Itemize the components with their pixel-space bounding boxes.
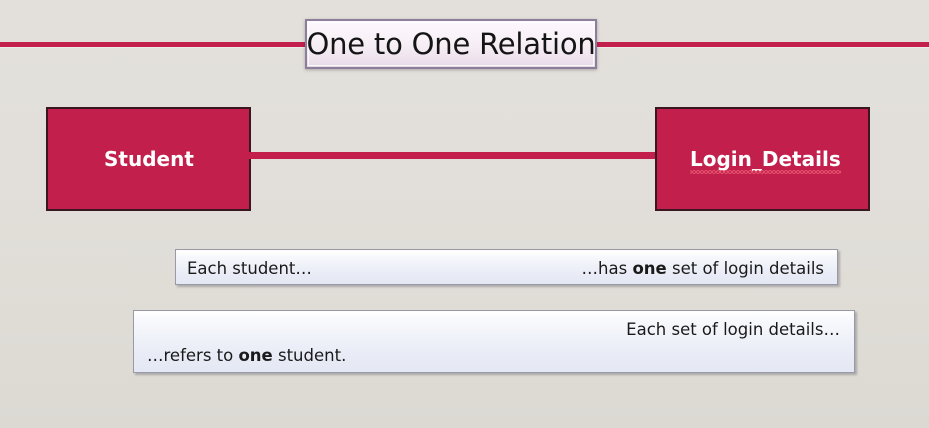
relationship-connector-line: [248, 152, 658, 159]
callout-student-to-login: Each student… …has one set of login deta…: [175, 249, 838, 285]
entity-label-login-details-text: Login_Details: [690, 147, 841, 171]
callout-2-top-text: Each set of login details…: [626, 320, 840, 339]
callout-2-bottom-text: …refers to one student.: [147, 346, 347, 365]
callout-login-to-student: Each set of login details… …refers to on…: [133, 310, 855, 373]
page-title: One to One Relation: [306, 26, 596, 61]
spellcheck-squiggle-icon: [690, 170, 841, 174]
callout-1-right-prefix: …has: [581, 259, 633, 278]
entity-label-student: Student: [104, 147, 194, 171]
callout-1-right-text: …has one set of login details: [581, 259, 824, 278]
entity-label-login-details: Login_Details: [690, 147, 841, 174]
callout-1-right-emphasis: one: [632, 259, 667, 278]
callout-2-bottom-suffix: student.: [272, 346, 347, 365]
callout-1-right-suffix: set of login details: [666, 259, 824, 278]
entity-box-login-details[interactable]: Login_Details: [655, 107, 870, 211]
callout-2-bottom-emphasis: one: [238, 346, 273, 365]
slide-title-box: One to One Relation: [305, 19, 597, 69]
callout-2-bottom-prefix: …refers to: [147, 346, 239, 365]
callout-1-left-text: Each student…: [187, 259, 312, 278]
entity-box-student[interactable]: Student: [46, 107, 251, 211]
